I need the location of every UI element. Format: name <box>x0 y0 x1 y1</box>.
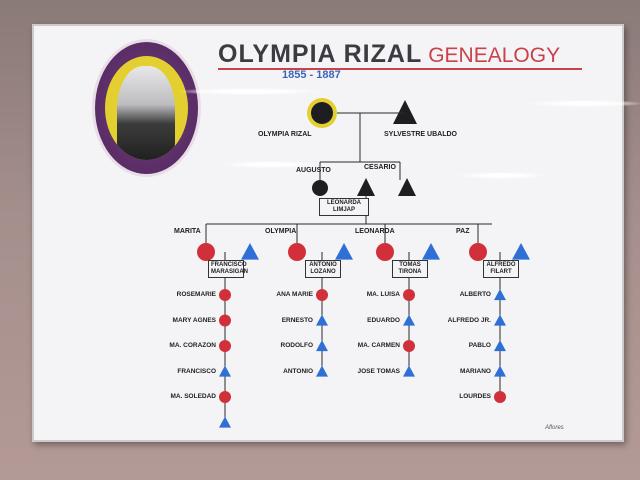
gen3-female-node <box>197 243 215 261</box>
gen3-name-label: MARITA <box>174 228 201 235</box>
child-male-node <box>316 340 328 352</box>
gen3-spouse-node <box>335 243 353 260</box>
title-underline <box>218 68 582 70</box>
augusto-node <box>312 180 328 196</box>
gen3-spouse-node <box>241 243 259 260</box>
title-years: 1855 - 1887 <box>282 69 341 81</box>
gen3-name-label: PAZ <box>456 228 470 235</box>
child-male-node <box>494 314 506 326</box>
portrait-olympia-rizal <box>95 42 198 174</box>
portrait-frame <box>105 56 188 160</box>
child-male-node <box>219 365 231 377</box>
child-male-node <box>403 314 415 326</box>
leonarda-limjap-label: LEONARDA LIMJAP <box>319 198 369 216</box>
child-name-label: MA. LUISA <box>366 291 400 298</box>
gen3-female-node <box>469 243 487 261</box>
child-female-node <box>219 314 231 327</box>
child-female-node <box>403 289 415 301</box>
sylvestre-ubaldo-node <box>393 100 417 124</box>
gen3-female-node <box>288 243 306 261</box>
child-male-node <box>494 365 506 377</box>
child-name-label: MA. SOLEDAD <box>170 393 217 400</box>
child-name-label: ANTONIO <box>283 367 313 375</box>
child-male-node <box>403 365 415 377</box>
portrait-photo <box>117 66 175 160</box>
child-male-node <box>494 340 506 352</box>
child-name-label: MARIANO <box>459 367 491 375</box>
augusto-label: AUGUSTO <box>296 167 331 174</box>
gen3-name-label: OLYMPIA <box>265 228 297 235</box>
child-male-node <box>316 314 328 326</box>
child-name-label: MA. CARMEN <box>357 342 400 349</box>
child-female-node <box>219 340 231 352</box>
sylvestre-ubaldo-label: SYLVESTRE UBALDO <box>384 131 457 138</box>
light-glare <box>180 88 320 95</box>
child-name-label: ALFREDO JR. <box>447 316 491 324</box>
light-glare <box>458 172 544 179</box>
olympia-rizal-node <box>311 102 333 124</box>
child-male-node <box>219 416 231 428</box>
child-female-node <box>494 391 506 403</box>
child-male-node <box>494 289 506 301</box>
gen3-spouse-node <box>512 243 530 260</box>
gen3-spouse-label: FRANCISCO MARASIGAN <box>208 260 248 278</box>
child-name-label: ERNESTO <box>281 316 313 324</box>
child-name-label: JOSE TOMAS <box>357 367 400 375</box>
gen3-name-label: LEONARDA <box>355 228 395 235</box>
child-name-label: FRANCISCO <box>177 367 216 375</box>
gen3-spouse-label: TOMAS TIRONA <box>392 260 428 278</box>
gen3-spouse-node <box>422 243 440 260</box>
light-glare <box>222 161 318 168</box>
leonarda-limjap-node <box>398 178 416 196</box>
gen3-spouse-label: ANTONIO LOZANO <box>305 260 341 278</box>
olympia-rizal-label: OLYMPIA RIZAL <box>258 131 312 138</box>
title-accent: GENEALOGY <box>428 44 561 67</box>
child-name-label: MA. CORAZON <box>169 342 216 349</box>
child-name-label: LOURDES <box>459 393 491 400</box>
child-name-label: PABLO <box>468 342 491 349</box>
child-female-node <box>316 289 328 301</box>
gen3-spouse-label: ALFREDO FILART <box>483 260 519 278</box>
signature: Aflores <box>545 425 564 431</box>
cesario-node <box>357 178 375 196</box>
gen3-female-node <box>376 243 394 261</box>
child-male-node <box>316 365 328 377</box>
cesario-label: CESARIO <box>364 164 396 171</box>
child-name-label: ALBERTO <box>459 291 491 298</box>
child-female-node <box>219 391 231 403</box>
child-name-label: ROSEMARIE <box>176 291 216 298</box>
child-female-node <box>403 340 415 352</box>
child-name-label: RODOLFO <box>280 342 314 349</box>
child-name-label: MARY AGNES <box>172 316 216 324</box>
light-glare <box>528 100 640 107</box>
child-female-node <box>219 289 231 301</box>
child-name-label: EDUARDO <box>367 316 400 324</box>
child-name-label: ANA MARIE <box>276 291 313 298</box>
title-main: OLYMPIA RIZAL <box>218 40 423 68</box>
